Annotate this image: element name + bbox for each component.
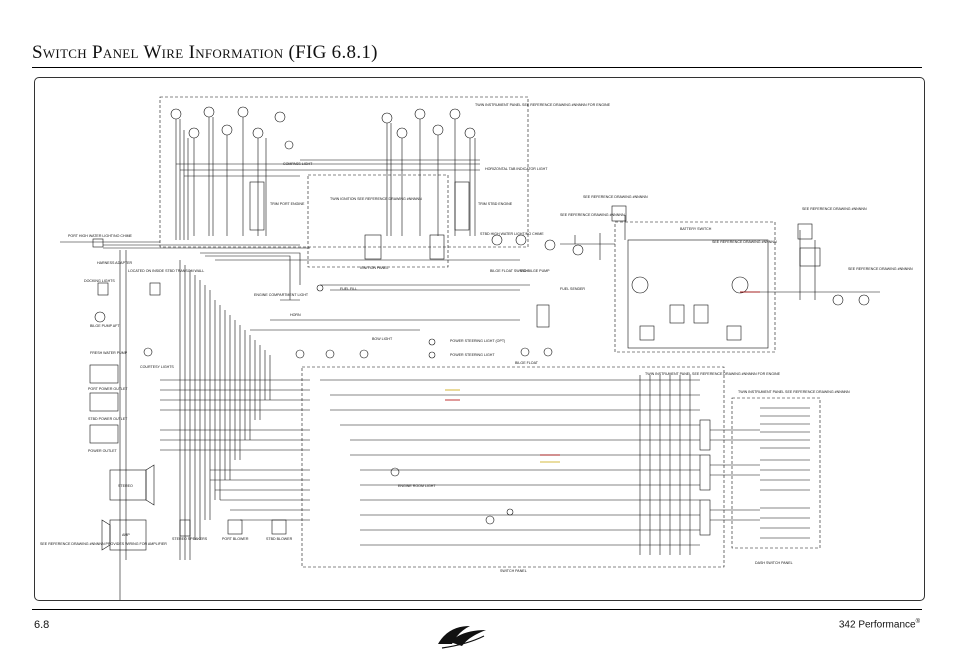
dash-switch-panel-label: DASH SWITCH PANEL	[755, 561, 793, 565]
instrument-panel-box	[159, 96, 529, 248]
switch-panel-label: SWITCH PANEL	[500, 569, 527, 573]
engine-compartment-label: ENGINE COMPARTMENT LIGHT	[254, 293, 309, 297]
port-outlet-label: PORT POWER OUTLET	[88, 387, 128, 391]
page-title: Switch Panel Wire Information (FIG 6.8.1…	[32, 42, 378, 63]
power-steering-label: POWER STEERING LIGHT	[450, 353, 495, 357]
amp-label: AMP	[122, 533, 130, 537]
port-blower-label: PORT BLOWER	[222, 537, 249, 541]
gauge-row-right	[381, 108, 476, 139]
see-ref-4: SEE REFERENCE DRAWING #NNNNN	[802, 207, 867, 211]
twin-ignition-label: TWIN IGNITION SEE REFERENCE DRAWING #NNN…	[330, 197, 422, 201]
docking-lights-label: DOCKING LIGHTS	[84, 279, 115, 283]
see-ref-3: SEE REFERENCE DRAWING #NNNNN	[712, 240, 777, 244]
bilge-float-switch-label: BILGE FLOAT SWITCH	[490, 269, 528, 273]
title-rule	[32, 67, 922, 68]
registered-mark: ®	[915, 619, 920, 625]
model-text: 342 Performance	[838, 619, 916, 631]
bilge-float-label: BILGE FLOAT	[515, 361, 539, 365]
stereo-speakers-label: STEREO SPEAKERS	[172, 537, 208, 541]
twin-panel-far-label: TWIN INSTRUMENT PANEL SEE REFERENCE DRAW…	[738, 390, 850, 394]
stbd-high-water-label: STBD HIGH WATER LIGHT/NO CHIME	[480, 232, 544, 236]
see-ref-5: SEE REFERENCE DRAWING #NNNNN	[848, 267, 913, 271]
dash-switch-panel-box	[731, 397, 821, 549]
trim-port-engine-label: TRIM PORT ENGINE	[270, 202, 305, 206]
baja-logo-icon	[438, 626, 486, 649]
battery-switch-label: BATTERY SWITCH	[680, 227, 712, 231]
horn-label: HORN	[290, 313, 301, 317]
fuel-fill-label: FUEL FILL	[340, 287, 357, 291]
courtesy-lights-label: COURTESY LIGHTS	[140, 365, 174, 369]
fuel-sender-label: FUEL SENDER	[560, 287, 585, 291]
ignition-panel-box	[307, 174, 449, 268]
horizontal-tab-label: HORIZONTAL TAB INDICATOR LIGHT	[485, 167, 548, 171]
located-inside-label: LOCATED ON INSIDE STBD TRANSOM WALL	[128, 269, 204, 273]
twin-panel-right-label: TWIN INSTRUMENT PANEL SEE REFERENCE DRAW…	[645, 372, 781, 376]
model-name: 342 Performance®	[839, 619, 920, 630]
twin-instrument-label: TWIN INSTRUMENT PANEL SEE REFERENCE DRAW…	[475, 103, 611, 107]
bilge-pump-aft-label: BILGE PUMP AFT	[90, 324, 120, 328]
see-ref-1: SEE REFERENCE DRAWING #NNNNN	[583, 195, 648, 199]
battery-switch-box	[614, 221, 776, 353]
fresh-water-pump-label: FRESH WATER PUMP	[90, 351, 128, 355]
bow-light-label: BOW LIGHT	[372, 337, 393, 341]
page-number: 6.8	[34, 619, 50, 631]
switch-panel-box	[301, 366, 725, 568]
port-high-water-label: PORT HIGH WATER LIGHT/NO CHIME	[68, 234, 133, 238]
see-ref-amp-label: SEE REFERENCE DRAWING #NNNNN PROVIDES WI…	[40, 542, 167, 546]
stbd-blower-label: STBD BLOWER	[266, 537, 293, 541]
power-outlet-label: POWER OUTLET	[88, 449, 118, 453]
mid-bilge-pump-label: MID BILGE PUMP	[520, 269, 550, 273]
gauge-row-left	[170, 106, 294, 150]
ignition-panel-label: IGNITION PANEL	[360, 266, 389, 270]
trim-stbd-engine-label: TRIM STBD ENGINE	[478, 202, 513, 206]
diagram-frame	[34, 77, 925, 601]
footer-rule	[32, 609, 922, 610]
power-steering-opt-label: POWER STEERING LIGHT (OPT)	[450, 339, 505, 343]
harness-adapter-label: HARNESS ADAPTER	[97, 261, 133, 265]
stereo-label: STEREO	[118, 484, 133, 488]
see-ref-2: SEE REFERENCE DRAWING #NNNNN	[560, 213, 625, 217]
stbd-outlet-label: STBD POWER OUTLET	[88, 417, 128, 421]
engine-room-light-label: ENGINE ROOM LIGHT	[398, 484, 436, 488]
compass-light-label: COMPASS LIGHT	[283, 162, 313, 166]
